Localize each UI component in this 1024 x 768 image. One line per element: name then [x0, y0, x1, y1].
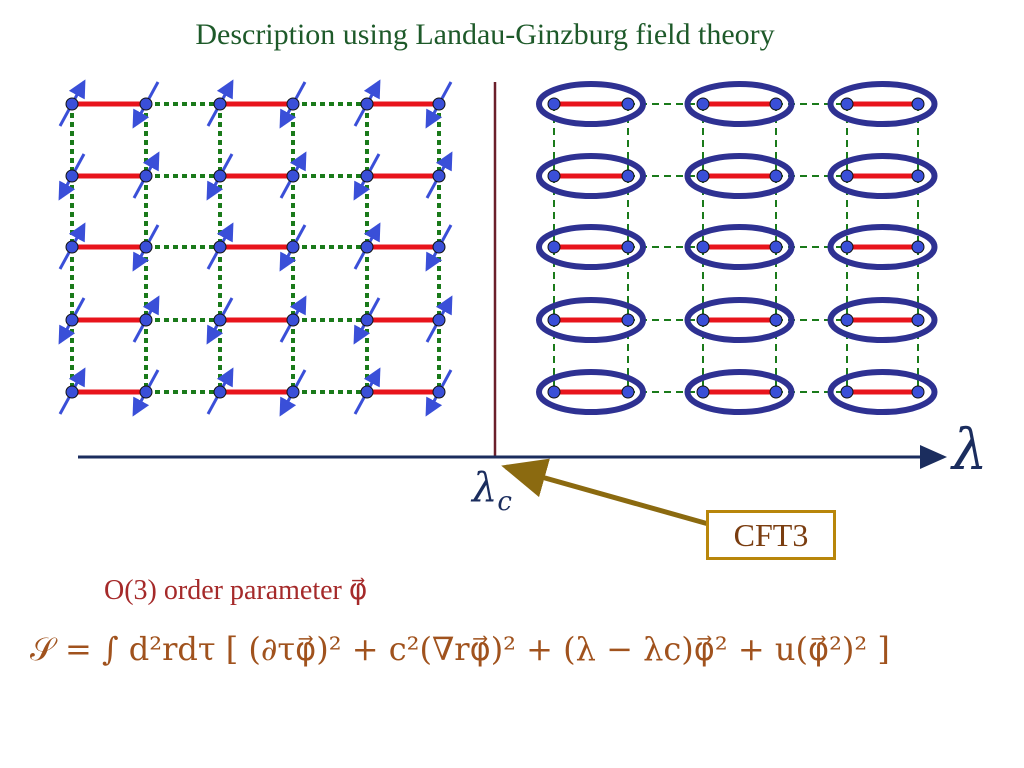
lattice-site — [769, 385, 783, 399]
lattice-site — [696, 97, 710, 111]
lattice-site — [213, 240, 227, 254]
lattice-site — [769, 97, 783, 111]
lattice-site — [840, 313, 854, 327]
callout-arrow — [501, 458, 713, 528]
lattice-site — [213, 169, 227, 183]
lattice-site — [547, 313, 561, 327]
lattice-site — [911, 97, 925, 111]
dimer-lattice — [536, 81, 938, 415]
dimer-ring — [684, 153, 795, 199]
lattice-site — [840, 385, 854, 399]
dimer-ring — [536, 153, 646, 199]
lattice-site — [360, 169, 374, 183]
dimer-ring — [536, 81, 646, 127]
lattice-site — [696, 313, 710, 327]
lattice-site — [840, 169, 854, 183]
action-formula: 𝒮 = ∫ d²rdτ [ (∂τφ⃗)² + c²(∇rφ⃗)² + (λ −… — [30, 630, 890, 668]
antiferromagnet-lattice — [58, 79, 453, 417]
lattice-site — [286, 169, 300, 183]
lambda-axis-label: λ — [952, 418, 988, 483]
lattice-site — [911, 169, 925, 183]
lattice-site — [286, 313, 300, 327]
lattice-site — [286, 385, 300, 399]
lattice-site — [360, 97, 374, 111]
lattice-site — [213, 313, 227, 327]
dimer-ring — [684, 81, 795, 127]
cft3-callout: CFT3 — [706, 510, 836, 560]
lattice-site — [621, 169, 635, 183]
dimer-ring — [536, 297, 646, 343]
dimer-ring — [684, 369, 795, 415]
lattice-site — [432, 313, 446, 327]
lattice-site — [547, 240, 561, 254]
lattice-site — [65, 240, 79, 254]
lattice-site — [547, 169, 561, 183]
lattice-site — [621, 240, 635, 254]
dimer-ring — [827, 81, 938, 127]
critical-point-label: λc — [472, 465, 512, 517]
lattice-site — [621, 97, 635, 111]
lattice-site — [911, 240, 925, 254]
dimer-ring — [827, 224, 938, 270]
lattice-site — [213, 97, 227, 111]
lattice-site — [840, 97, 854, 111]
lattice-site — [213, 385, 227, 399]
lattice-site — [139, 385, 153, 399]
lattice-site — [621, 313, 635, 327]
lattice-site — [911, 313, 925, 327]
lattice-site — [696, 169, 710, 183]
lattice-site — [65, 169, 79, 183]
lattice-site — [840, 240, 854, 254]
lattice-site — [360, 385, 374, 399]
lattice-site — [65, 385, 79, 399]
order-parameter-label: O(3) order parameter φ⃗ — [104, 575, 368, 606]
dimer-ring — [827, 297, 938, 343]
lattice-site — [769, 240, 783, 254]
dimer-ring — [536, 369, 646, 415]
dimer-ring — [827, 369, 938, 415]
lattice-site — [139, 240, 153, 254]
dimer-ring — [827, 153, 938, 199]
lattice-site — [139, 169, 153, 183]
lattice-site — [769, 169, 783, 183]
dimer-ring — [684, 297, 795, 343]
lattice-site — [139, 97, 153, 111]
lattice-site — [911, 385, 925, 399]
lattice-site — [286, 97, 300, 111]
lattice-site — [696, 385, 710, 399]
lattice-site — [286, 240, 300, 254]
lattice-site — [432, 169, 446, 183]
lattice-site — [360, 240, 374, 254]
lattice-site — [769, 313, 783, 327]
lattice-site — [432, 240, 446, 254]
slide-title: Description using Landau-Ginzburg field … — [195, 18, 775, 51]
dimer-ring — [536, 224, 646, 270]
dimer-ring — [684, 224, 795, 270]
lattice-site — [621, 385, 635, 399]
lattice-site — [65, 313, 79, 327]
lattice-site — [432, 385, 446, 399]
lattice-site — [547, 385, 561, 399]
lattice-site — [65, 97, 79, 111]
lattice-site — [547, 97, 561, 111]
lattice-site — [139, 313, 153, 327]
lattice-site — [360, 313, 374, 327]
lattice-site — [432, 97, 446, 111]
lattice-site — [696, 240, 710, 254]
